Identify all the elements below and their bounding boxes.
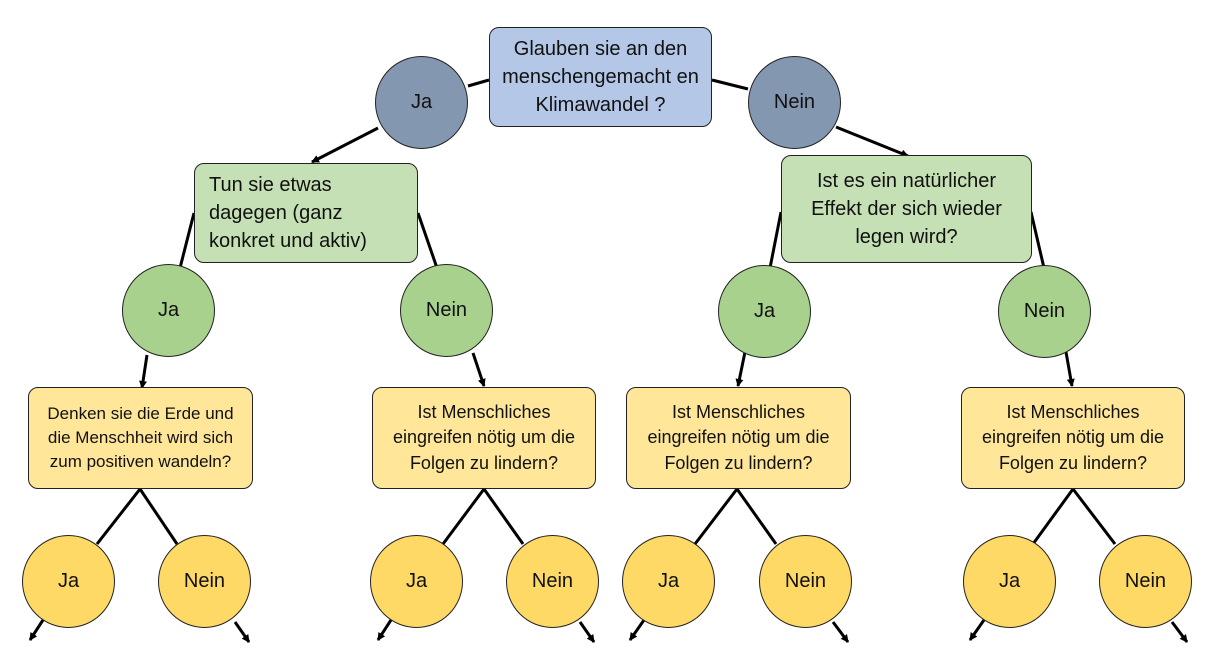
leaf-question-text-4: Ist Menschliches eingreifen nötig um die… xyxy=(981,402,1165,473)
left-question-text: Tun sie etwas dagegen (ganz konkret und … xyxy=(209,174,367,252)
root-no-circle: Nein xyxy=(748,56,841,149)
arrow-out-5 xyxy=(628,619,646,641)
edge-nein-right xyxy=(835,125,909,158)
leaf3-no-circle: Nein xyxy=(759,535,852,628)
arrow-out-8 xyxy=(1170,621,1189,643)
edge-root-ja xyxy=(467,78,490,88)
root-yes-circle: Ja xyxy=(375,56,468,149)
leaf3-yes-circle: Ja xyxy=(622,535,715,628)
root-yes-label: Ja xyxy=(410,91,433,113)
edge-leaf1-nein xyxy=(138,488,179,545)
edge-ja-left xyxy=(311,126,379,164)
leaf4-no-label: Nein xyxy=(1124,570,1167,592)
edge-mid2-leaf2 xyxy=(471,352,486,387)
edge-leaf3-ja xyxy=(693,488,739,545)
leaf-question-box-4: Ist Menschliches eingreifen nötig um die… xyxy=(961,387,1185,489)
edge-leaf2-ja xyxy=(441,488,486,545)
arrow-out-3 xyxy=(376,619,393,641)
leaf-question-text-3: Ist Menschliches eingreifen nötig um die… xyxy=(647,402,830,473)
leaf1-yes-label: Ja xyxy=(57,570,80,592)
root-question-box: Glauben sie an den menschengemacht en Kl… xyxy=(489,27,712,127)
right-no-label: Nein xyxy=(1023,300,1066,322)
left-no-circle: Nein xyxy=(400,264,493,357)
leaf-question-box-3: Ist Menschliches eingreifen nötig um die… xyxy=(626,387,851,489)
leaf2-no-circle: Nein xyxy=(506,535,599,628)
left-yes-label: Ja xyxy=(157,299,180,321)
arrow-out-6 xyxy=(831,621,850,643)
leaf4-no-circle: Nein xyxy=(1099,535,1192,628)
arrow-out-1 xyxy=(28,619,45,641)
leaf-question-box-1: Denken sie die Erde und die Menschheit w… xyxy=(28,387,253,489)
right-yes-circle: Ja xyxy=(718,265,811,358)
left-no-label: Nein xyxy=(425,299,468,321)
right-question-text: Ist es ein natürlicher Effekt der sich w… xyxy=(811,170,1002,248)
leaf1-yes-circle: Ja xyxy=(22,535,115,628)
leaf2-yes-label: Ja xyxy=(405,570,428,592)
leaf2-yes-circle: Ja xyxy=(370,535,463,628)
left-question-box: Tun sie etwas dagegen (ganz konkret und … xyxy=(194,163,418,263)
leaf-question-box-2: Ist Menschliches eingreifen nötig um die… xyxy=(372,387,596,489)
edge-mid3-leaf3 xyxy=(735,351,747,387)
arrow-out-7 xyxy=(968,619,986,641)
leaf3-yes-label: Ja xyxy=(657,570,680,592)
leaf1-no-circle: Nein xyxy=(158,535,251,628)
edge-mid4-leaf4 xyxy=(1064,351,1075,387)
edge-leaf1-ja xyxy=(95,488,142,545)
root-question-text: Glauben sie an den menschengemacht en Kl… xyxy=(502,38,699,116)
leaf1-no-label: Nein xyxy=(183,570,226,592)
arrow-out-4 xyxy=(578,621,596,643)
edge-mid1-leaf1 xyxy=(139,354,149,389)
leaf-question-text-2: Ist Menschliches eingreifen nötig um die… xyxy=(392,402,576,473)
leaf4-yes-circle: Ja xyxy=(963,535,1056,628)
edge-left-nein xyxy=(416,212,439,269)
leaf-question-text-1: Denken sie die Erde und die Menschheit w… xyxy=(47,404,234,471)
leaf4-yes-label: Ja xyxy=(998,570,1021,592)
right-question-box: Ist es ein natürlicher Effekt der sich w… xyxy=(781,155,1032,263)
edge-root-nein xyxy=(711,78,749,91)
leaf3-no-label: Nein xyxy=(784,570,827,592)
root-no-label: Nein xyxy=(773,91,816,113)
arrow-out-2 xyxy=(233,621,251,643)
left-yes-circle: Ja xyxy=(122,264,215,357)
edge-leaf2-nein xyxy=(482,488,525,545)
right-no-circle: Nein xyxy=(998,265,1091,358)
edge-leaf4-nein xyxy=(1071,488,1117,545)
edge-leaf4-ja xyxy=(1031,488,1075,545)
edge-right-ja xyxy=(768,211,783,269)
edge-leaf3-nein xyxy=(735,488,778,545)
edge-left-ja xyxy=(178,212,196,269)
leaf2-no-label: Nein xyxy=(531,570,574,592)
right-yes-label: Ja xyxy=(753,300,776,322)
edge-right-nein xyxy=(1029,211,1046,269)
